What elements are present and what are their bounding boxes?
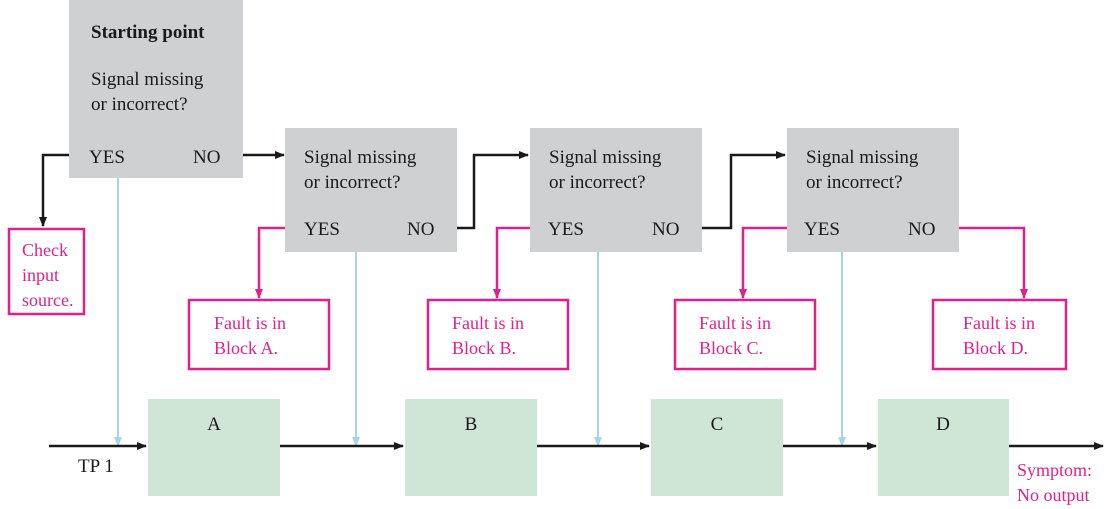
fault-box-b: [426, 298, 570, 371]
decision-box-1: [285, 128, 457, 252]
decision-2-question-line1: Signal missing: [549, 147, 662, 168]
decision-2-yes-arrow: [493, 226, 530, 299]
decision-1-yes-arrow: [255, 226, 285, 299]
decision-1-no-arrow: [457, 151, 529, 230]
decision-2-no-arrow: [702, 151, 786, 230]
decision-2-question-line2: or incorrect?: [549, 172, 646, 193]
decision-2-no-label: NO: [652, 219, 679, 240]
start-no-label: NO: [193, 147, 220, 168]
decision-3-yes-arrow: [739, 226, 787, 299]
decision-box-3: [787, 128, 959, 252]
decision-3-question-line2: or incorrect?: [806, 172, 903, 193]
block-a: [148, 399, 280, 496]
fault-b-line1: Fault is in: [452, 313, 524, 333]
start-yes-arrow: [39, 153, 69, 227]
decision-3-no-arrow: [959, 226, 1028, 299]
block-d-label: D: [936, 414, 950, 435]
block-c: [651, 399, 783, 496]
check-input-line1: Check: [22, 240, 68, 260]
fault-a-line2: Block A.: [214, 338, 278, 358]
start-question-line2: or incorrect?: [91, 94, 188, 115]
decision-3-question-line1: Signal missing: [806, 147, 919, 168]
decision-1-yes-label: YES: [304, 219, 340, 240]
start-question-line1: Signal missing: [91, 69, 204, 90]
block-a-label: A: [207, 414, 221, 435]
check-input-line3: source.: [22, 290, 73, 310]
fault-c-line2: Block C.: [699, 338, 763, 358]
decision-1-question-line2: or incorrect?: [304, 172, 401, 193]
decision-box-2: [530, 128, 702, 252]
block-b-label: B: [465, 414, 478, 435]
symptom-line1: Symptom:: [1017, 460, 1092, 480]
fault-a-line1: Fault is in: [214, 313, 286, 333]
fault-c-line1: Fault is in: [699, 313, 771, 333]
start-yes-label: YES: [89, 147, 125, 168]
decision-3-no-label: NO: [908, 219, 935, 240]
block-d: [878, 399, 1009, 496]
check-input-line2: input: [22, 265, 59, 285]
decision-3-yes-label: YES: [804, 219, 840, 240]
decision-1-no-label: NO: [407, 219, 434, 240]
fault-box-a: [187, 298, 331, 371]
decision-2-yes-label: YES: [548, 219, 584, 240]
symptom-line2: No output: [1017, 485, 1090, 505]
fault-d-line1: Fault is in: [963, 313, 1035, 333]
fault-d-line2: Block D.: [963, 338, 1028, 358]
start-decision-box: [69, 0, 243, 178]
block-c-label: C: [711, 414, 724, 435]
fault-box-d: [931, 298, 1068, 371]
test-point-label: TP 1: [78, 456, 114, 477]
block-b: [405, 399, 537, 496]
fault-box-c: [673, 298, 817, 371]
start-title: Starting point: [91, 22, 205, 43]
fault-b-line2: Block B.: [452, 338, 516, 358]
decision-1-question-line1: Signal missing: [304, 147, 417, 168]
check-input-source-box: [7, 227, 86, 316]
